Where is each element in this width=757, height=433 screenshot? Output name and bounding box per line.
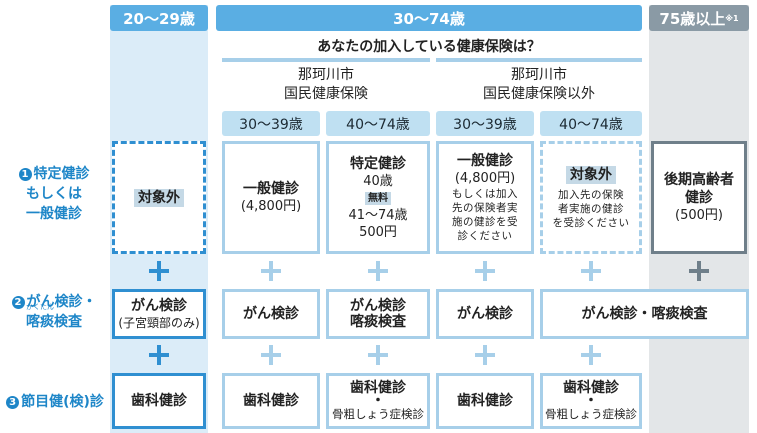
r1-ot30-note-4: 診ください [457, 230, 513, 242]
r1-75-line1: 後期高齢者 [664, 172, 734, 188]
r3-nk40-cell: 歯科健診 ・ 骨粗しょう症検診 [326, 373, 430, 429]
r1-ot30-note-3: 施の健診を受 [452, 216, 518, 228]
group-nakagawa-line1: 那珂川市 [298, 67, 354, 83]
question-text: あなたの加入している健康保険は？ [317, 39, 541, 55]
header-75-note: ※1 [725, 13, 739, 23]
plus-icon [581, 345, 601, 365]
plus-icon [475, 345, 495, 365]
header-20-29: 20〜29歳 [110, 5, 208, 31]
r3-nk40-dot: ・ [371, 392, 385, 409]
r3-ot40-cell: 歯科健診 ・ 骨粗しょう症検診 [540, 373, 642, 429]
r2-right-title: がん検診・喀痰検査 [581, 306, 708, 322]
r1-nk40-cell: 特定健診 40歳 無料 41〜74歳 500円 [326, 141, 430, 254]
plus-icon [149, 345, 169, 365]
plus-icon [581, 261, 601, 281]
r2-nk30-title: がん検診 [243, 306, 299, 322]
plus-icon [689, 261, 709, 281]
r1-ot40-note-3: を受診ください [552, 216, 630, 229]
subheader-nk-40-74: 40〜74歳 [326, 111, 430, 136]
r1-nk40-title: 特定健診 [350, 155, 406, 172]
r2-ot30-title: がん検診 [457, 306, 513, 322]
header-75-label: 75歳以上 [659, 9, 726, 28]
subheader-ot-40-74: 40〜74歳 [540, 111, 642, 136]
r2-nk30-cell: がん検診 [222, 289, 320, 339]
row-3-line1: 節目健(検)診 [21, 394, 104, 410]
group-line-nakagawa [222, 58, 430, 62]
row-2-ruby: かくたん [26, 303, 54, 311]
r1-ot40-not-eligible: 対象外 [566, 165, 616, 184]
r1-ot30-cell: 一般健診 (4,800円) もしくは加入 先の保険者実 施の健診を受 診ください [436, 141, 534, 254]
r2-20-29-title: がん検診 [131, 297, 187, 314]
r1-nk40-age2: 41〜74歳 [348, 207, 408, 223]
r1-nk30-fee: (4,800円) [240, 199, 302, 214]
r3-nk30-cell: 歯科健診 [222, 373, 320, 429]
r3-ot40-line2: 骨粗しょう症検診 [545, 406, 637, 421]
r2-nk40-line2: 喀痰検査 [350, 314, 406, 330]
r1-ot30-title: 一般健診 [457, 153, 513, 169]
row-1-line3: 一般健診 [26, 206, 82, 222]
r1-ot30-fee: (4,800円) [454, 171, 516, 186]
r1-75-fee: (500円) [675, 208, 723, 223]
row-2-number: 2 [11, 296, 25, 309]
r3-ot40-dot: ・ [584, 392, 598, 409]
r1-ot40-note-1: 加入先の保険 [558, 188, 624, 201]
plus-icon [368, 261, 388, 281]
r2-right-cell: がん検診・喀痰検査 [540, 289, 749, 339]
r1-nk40-fee: 500円 [359, 224, 397, 240]
header-20-29-label: 20〜29歳 [123, 9, 195, 28]
group-other-line1: 那珂川市 [511, 67, 567, 83]
plus-icon [368, 345, 388, 365]
r1-75-line2: 健診 [685, 190, 713, 206]
r1-nk40-free-badge: 無料 [365, 191, 391, 205]
row-2-line2: 喀痰検査 [26, 314, 82, 330]
r1-nk30-cell: 一般健診 (4,800円) [222, 141, 320, 254]
r1-nk30-title: 一般健診 [243, 181, 299, 197]
group-other-line2: 国民健康保険以外 [483, 86, 595, 102]
r1-20-29-cell: 対象外 [112, 141, 206, 254]
r1-ot40-cell: 対象外 加入先の保険 者実施の健診 を受診ください [540, 141, 642, 254]
group-line-other [436, 58, 642, 62]
plus-icon [261, 345, 281, 365]
subheader-ot-30-39: 30〜39歳 [436, 111, 534, 136]
plus-icon [149, 261, 169, 281]
r1-ot40-note-2: 者実施の健診 [558, 202, 624, 215]
plus-icon [475, 261, 495, 281]
r1-20-29-not-eligible: 対象外 [134, 188, 184, 207]
r3-20-29-title: 歯科健診 [131, 393, 187, 409]
r2-20-29-sub: (子宮頸部のみ) [118, 315, 200, 330]
r2-nk40-line1: がん検診 [350, 298, 406, 314]
r1-nk40-age1: 40歳 [363, 173, 393, 189]
header-75: 75歳以上※1 [649, 5, 749, 31]
r2-ot30-cell: がん検診 [436, 289, 534, 339]
r3-ot40-line1: 歯科健診 [563, 379, 619, 396]
group-nakagawa-label: 那珂川市 国民健康保険 [222, 66, 430, 104]
row-3-number: 3 [6, 396, 20, 409]
r3-nk30-title: 歯科健診 [243, 393, 299, 409]
r3-ot30-cell: 歯科健診 [436, 373, 534, 429]
plus-icon [261, 261, 281, 281]
r3-ot30-title: 歯科健診 [457, 393, 513, 409]
row-2-line1: がん検診・ [26, 294, 97, 310]
subheader-nk-30-39: 30〜39歳 [222, 111, 320, 136]
row-1-line1: 特定健診 [33, 166, 90, 182]
header-30-74: 30〜74歳 [216, 5, 642, 31]
row-1-line2: もしくは [26, 186, 82, 202]
r1-ot30-note-2: 先の保険者実 [452, 202, 518, 214]
r3-nk40-line2: 骨粗しょう症検診 [332, 406, 424, 421]
r2-nk40-cell: がん検診 喀痰検査 [326, 289, 430, 339]
header-30-74-label: 30〜74歳 [393, 9, 465, 28]
row-1-number: 1 [18, 168, 32, 181]
r2-20-29-cell: がん検診 (子宮頸部のみ) [112, 289, 206, 339]
r1-75-cell: 後期高齢者 健診 (500円) [651, 141, 747, 254]
r3-nk40-line1: 歯科健診 [350, 379, 406, 396]
r1-ot30-note-1: もしくは加入 [452, 188, 518, 200]
group-nakagawa-line2: 国民健康保険 [284, 86, 368, 102]
group-other-label: 那珂川市 国民健康保険以外 [436, 66, 642, 104]
r3-20-29-cell: 歯科健診 [112, 373, 206, 429]
